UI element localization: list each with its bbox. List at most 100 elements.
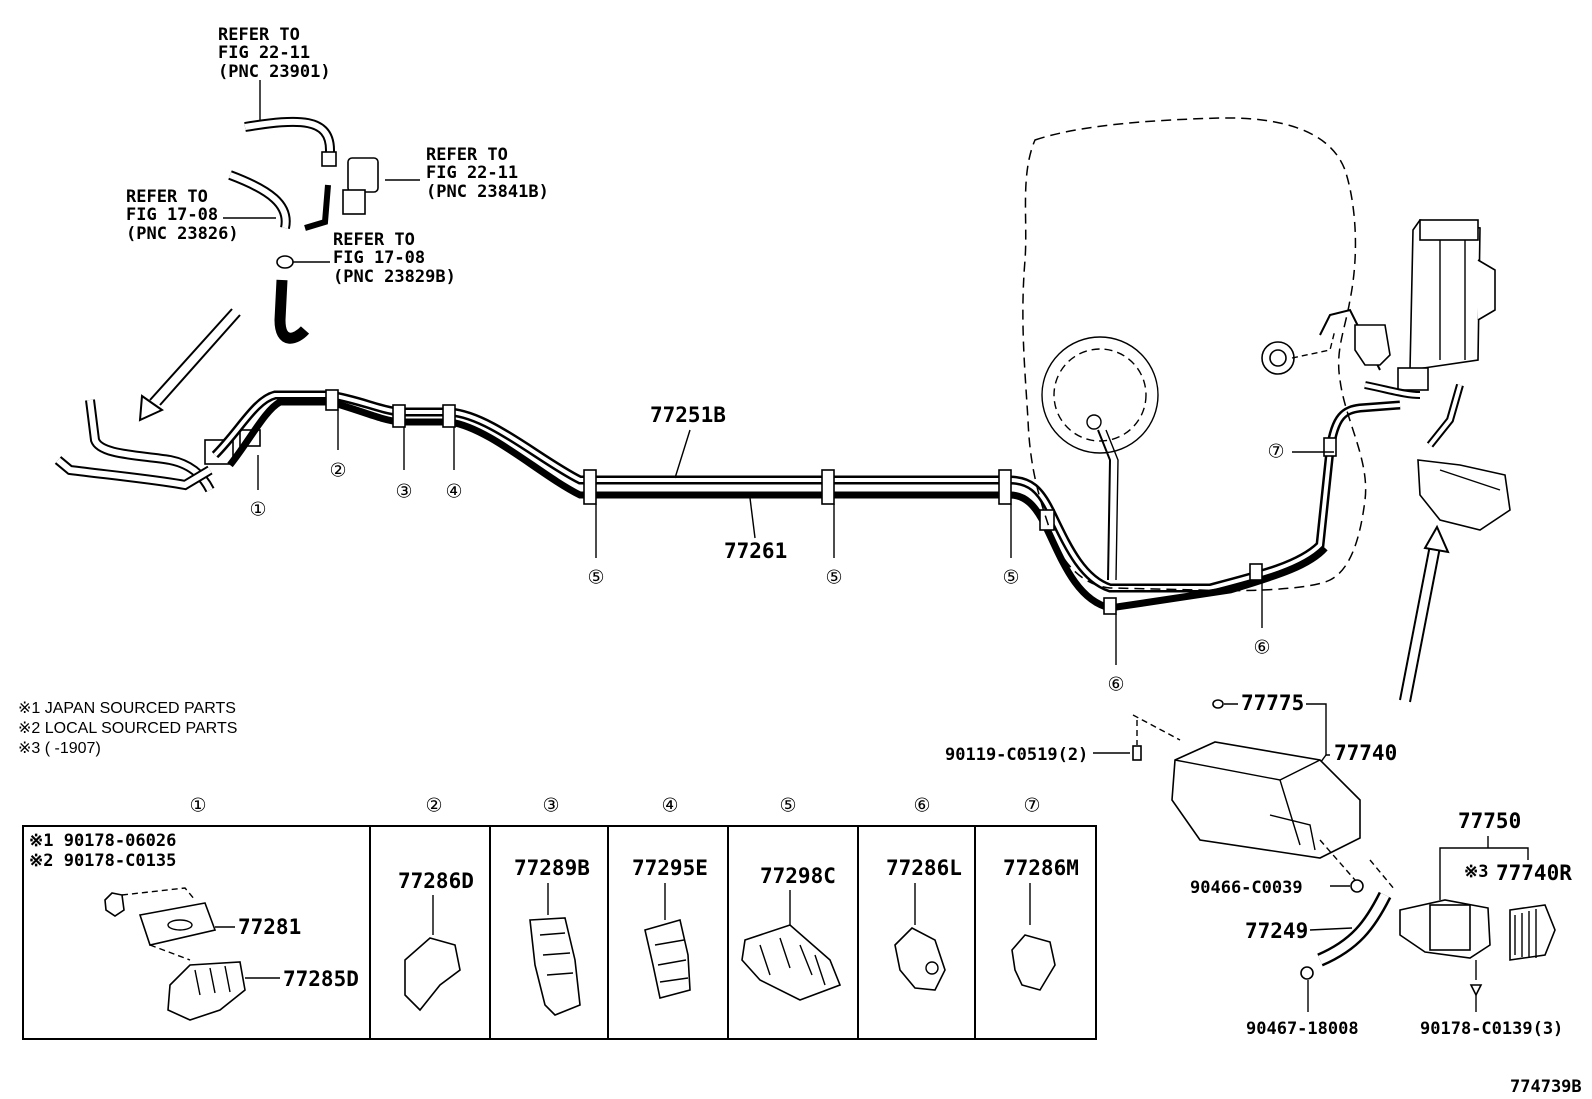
- clip-icon: [1300, 966, 1314, 980]
- cell2-part: 77286D: [398, 869, 474, 893]
- label-canister: 77740: [1334, 741, 1397, 765]
- clamp-3-icon: [392, 404, 406, 428]
- callout-2: ②: [329, 461, 346, 482]
- note-3: ※3 ( -1907): [18, 740, 101, 757]
- clamp-77289b-icon: [529, 917, 581, 1016]
- arrow-up-icon: [1399, 524, 1450, 703]
- label-return-tube: 77261: [724, 539, 787, 563]
- clamp-77285d-icon: [167, 961, 246, 1021]
- clamp-77286l-icon: [894, 927, 946, 991]
- callout-6b: ⑥: [1253, 638, 1270, 659]
- note-1: ※1 JAPAN SOURCED PARTS: [18, 700, 236, 717]
- filter-icon: [1509, 904, 1556, 961]
- cell5-part: 77298C: [760, 864, 836, 888]
- cell1-part-a: 77281: [238, 915, 301, 939]
- figure-id: 774739B: [1510, 1077, 1582, 1097]
- cell1-line2: ※2 90178-C0135: [29, 851, 176, 871]
- front-pipes: [54, 399, 261, 493]
- label-screw: 90178-C0139(3): [1420, 1019, 1563, 1039]
- table-header-1: ①: [189, 796, 206, 817]
- label-hose: 77249: [1245, 919, 1308, 943]
- screw-small-icon: [104, 892, 125, 917]
- canister-body-icon: [1171, 741, 1361, 859]
- fuel-pump-icon: [1041, 336, 1159, 581]
- callout-3: ③: [395, 482, 412, 503]
- callouts: ① ② ③ ④ ⑤ ⑤ ⑤ ⑥ ⑥ ⑦: [249, 410, 1334, 696]
- ref-1-line2: FIG 22-11: [218, 43, 310, 63]
- clamp-6b-icon: [1249, 563, 1263, 581]
- hose-fitting-icon: [321, 151, 337, 167]
- table-header-7: ⑦: [1023, 796, 1040, 817]
- clamp-4-icon: [442, 404, 456, 428]
- ref-3-line2: FIG 17-08: [126, 205, 218, 225]
- callout-7: ⑦: [1267, 442, 1284, 463]
- table-border: [22, 825, 1097, 1040]
- clamp-6a-icon: [1103, 597, 1117, 615]
- cell6-part: 77286L: [886, 856, 962, 880]
- cell1-line1: ※1 90178-06026: [29, 831, 176, 851]
- clamp-5b-icon: [821, 469, 835, 505]
- canister-assembly: 77775 77740 90119-C0519(2) 90466-C0039 7…: [945, 691, 1572, 1039]
- nut-icon: [1350, 879, 1364, 893]
- callout-5c: ⑤: [1002, 568, 1019, 589]
- callout-4: ④: [445, 482, 462, 503]
- fuel-tank-outline: [1022, 117, 1367, 592]
- ref-4-line2: FIG 17-08: [333, 248, 425, 268]
- table-header-4: ④: [661, 796, 678, 817]
- clamp-77286d-icon: [404, 937, 461, 1012]
- cell4-part: 77295E: [632, 856, 708, 880]
- table-header-6: ⑥: [913, 796, 930, 817]
- leader-return-tube: [749, 497, 756, 539]
- ref-1-line1: REFER TO: [218, 25, 300, 45]
- label-cap: 77775: [1241, 691, 1304, 715]
- clamp-5c-icon: [998, 469, 1012, 505]
- clamp-2-icon: [325, 389, 339, 411]
- callout-5a: ⑤: [587, 568, 604, 589]
- table-header-3: ③: [542, 796, 559, 817]
- bolt-icon: [1132, 745, 1142, 761]
- hose-black-long: [274, 279, 310, 344]
- label-valve-assy: 77750: [1458, 809, 1521, 833]
- ref-4-line1: REFER TO: [333, 230, 415, 250]
- ref-group: REFER TO FIG 22-11 (PNC 23901) REFER TO …: [126, 25, 549, 344]
- clamp-7-icon: [1323, 437, 1337, 457]
- note-2: ※2 LOCAL SOURCED PARTS: [18, 720, 237, 737]
- label-filter: 77740R: [1496, 861, 1572, 885]
- callout-6a: ⑥: [1107, 675, 1124, 696]
- ref-1-line3: (PNC 23901): [218, 62, 331, 82]
- hose-black-short: [304, 184, 331, 231]
- clamp-icon: [276, 255, 294, 269]
- clamp-5a-icon: [583, 469, 597, 505]
- main-tubes: [211, 389, 1401, 615]
- clamp-77295e-icon: [644, 918, 691, 999]
- clamp-77298c-icon: [741, 924, 842, 1001]
- callout-5b: ⑤: [825, 568, 842, 589]
- cap-icon: [1212, 699, 1224, 709]
- label-bolt: 90119-C0519(2): [945, 745, 1088, 765]
- callout-1: ①: [249, 500, 266, 521]
- label-main-tube: 77251B: [650, 403, 726, 427]
- screw-icon: [1469, 984, 1483, 997]
- bracket-77281-icon: [138, 902, 217, 946]
- ref-3-line3: (PNC 23826): [126, 224, 239, 244]
- arrow-left-icon: [138, 308, 241, 422]
- table-header-5: ⑤: [779, 796, 796, 817]
- ref-4-line3: (PNC 23829B): [333, 267, 456, 287]
- cell1-part-b: 77285D: [283, 967, 359, 991]
- ref-3-line1: REFER TO: [126, 187, 208, 207]
- table-header-2: ②: [425, 796, 442, 817]
- ref-2-line1: REFER TO: [426, 145, 508, 165]
- cell3-part: 77289B: [514, 856, 590, 880]
- leader-main-tube: [674, 429, 691, 479]
- ref-2-line2: FIG 22-11: [426, 163, 518, 183]
- label-filter-note: ※3: [1464, 862, 1488, 882]
- canister-top-icon: [1261, 219, 1511, 531]
- clip-table: ① ② ③ ④ ⑤ ⑥ ⑦ ※1 90178-06026 ※2 90178-C0…: [22, 796, 1097, 1040]
- label-nut: 90466-C0039: [1190, 878, 1303, 898]
- cell7-part: 77286M: [1003, 856, 1079, 880]
- connector-23841b-icon: [347, 157, 379, 193]
- clamp-77286m-icon: [1011, 934, 1056, 991]
- label-clip: 90467-18008: [1246, 1019, 1359, 1039]
- ref-2-line3: (PNC 23841B): [426, 182, 549, 202]
